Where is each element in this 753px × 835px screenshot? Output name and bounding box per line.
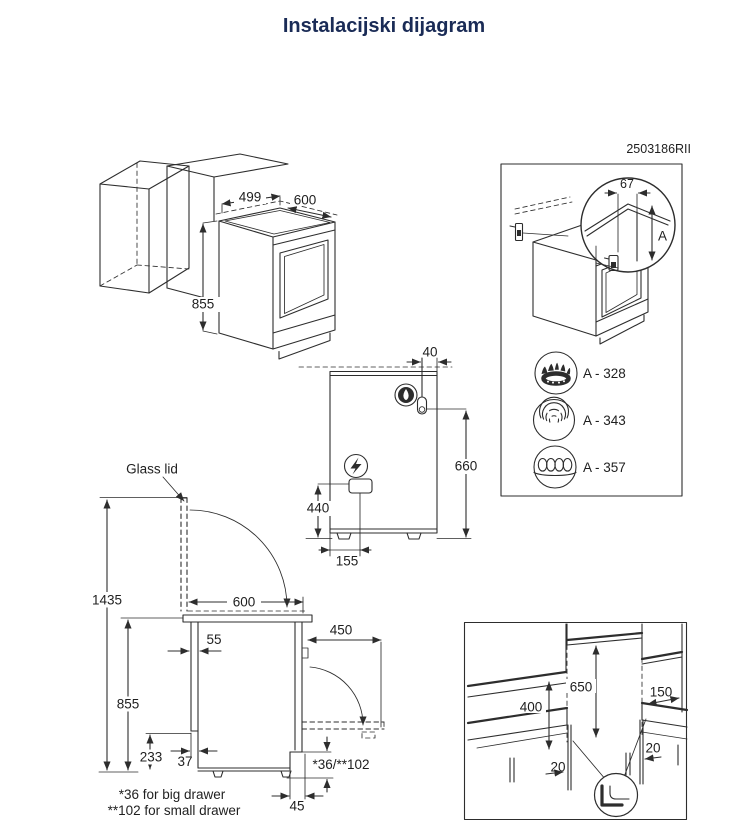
dim-440-label: 440 bbox=[307, 501, 330, 516]
door-hinge-bracket bbox=[301, 647, 309, 659]
gas-burner-icon bbox=[534, 351, 578, 395]
dim-600-label: 600 bbox=[294, 193, 317, 208]
clearance-panel: 650 400 150 20 20 bbox=[463, 621, 689, 821]
part-number: 2503186RII bbox=[626, 142, 691, 156]
dim-electric-height: 440 bbox=[301, 483, 350, 539]
dim-600-side-label: 600 bbox=[233, 595, 256, 610]
gas-flame-icon bbox=[394, 383, 418, 407]
dim-hood-height: 650 bbox=[566, 645, 600, 738]
dim-rear-gap: 55 bbox=[167, 632, 222, 655]
variant-radiant-label: A - 343 bbox=[583, 413, 626, 428]
dim-gas-height: 660 bbox=[426, 408, 482, 539]
gas-tap-icon bbox=[509, 222, 569, 242]
dim-40-label: 40 bbox=[422, 345, 437, 360]
dim-155-label: 155 bbox=[336, 554, 359, 569]
dim-450-label: 450 bbox=[330, 623, 353, 638]
corner-detail-panel: 2503186RII bbox=[500, 142, 691, 497]
dim-20-right-label: 20 bbox=[645, 741, 660, 756]
dim-height: 855 bbox=[186, 220, 220, 335]
dim-rear-recess: 37 bbox=[170, 732, 218, 769]
dim-55-label: 55 bbox=[206, 632, 221, 647]
dim-gap-right: 20 bbox=[644, 741, 662, 762]
door-handle-outline bbox=[361, 731, 376, 739]
rear-view-drawing: 40 660 440 bbox=[298, 345, 482, 569]
dim-height-lid-open: 1435 bbox=[88, 497, 188, 773]
dim-499-label: 499 bbox=[239, 190, 262, 205]
variant-radiant: A - 343 bbox=[532, 396, 626, 442]
magnified-corner-detail: 67 A bbox=[584, 177, 671, 272]
gas-tap-detail-icon bbox=[603, 254, 619, 272]
glass-lid-label: Glass lid bbox=[126, 462, 178, 477]
gas-connection-point bbox=[416, 357, 428, 415]
dim-side-distance: 150 bbox=[647, 685, 680, 706]
page-title: Instalacijski dijagram bbox=[283, 15, 485, 37]
dim-depth: 600 bbox=[188, 594, 304, 614]
footnote-small-drawer: **102 for small drawer bbox=[108, 803, 241, 818]
footnote-big-drawer: *36 for big drawer bbox=[119, 787, 226, 802]
dim-67-label: 67 bbox=[620, 177, 634, 191]
radiant-element-icon bbox=[532, 398, 576, 442]
dim-855-label: 855 bbox=[192, 297, 215, 312]
electric-connection-box bbox=[348, 478, 373, 557]
dim-gas-offset: 40 bbox=[406, 345, 452, 372]
dim-electric-offset: 155 bbox=[318, 532, 372, 569]
variant-coil-label: A - 357 bbox=[583, 460, 626, 475]
dim-150-label: 150 bbox=[650, 685, 673, 700]
dim-gap-left: 20 bbox=[545, 760, 566, 777]
dim-20-left-label: 20 bbox=[550, 760, 565, 775]
side-view-drawing: Glass lid 1435 855 600 bbox=[88, 462, 385, 818]
coil-element-icon bbox=[533, 445, 577, 489]
dim-plinth-height: 233 bbox=[136, 733, 192, 770]
dim-wall-height: 400 bbox=[517, 681, 553, 750]
dim-855-side-label: 855 bbox=[117, 697, 140, 712]
dim-36-102-label: *36/**102 bbox=[312, 757, 369, 772]
variant-gas-label: A - 328 bbox=[583, 366, 626, 381]
dim-front-recess: *36/**102 bbox=[286, 736, 370, 793]
iso-view-drawing: 499 600 855 bbox=[99, 153, 338, 360]
dim-650-label: 650 bbox=[570, 680, 593, 695]
dim-body-height: 855 bbox=[111, 617, 184, 771]
variant-coil: A - 357 bbox=[533, 445, 626, 489]
dim-400-label: 400 bbox=[520, 700, 543, 715]
dim-660-label: 660 bbox=[455, 459, 478, 474]
dim-1435-label: 1435 bbox=[92, 593, 122, 608]
dim-foot-offset: 45 bbox=[271, 753, 324, 814]
dim-45-label: 45 bbox=[289, 799, 304, 814]
dim-open-door: 450 bbox=[307, 623, 382, 728]
variant-gas-burner: A - 328 bbox=[534, 351, 626, 395]
dim-37-label: 37 bbox=[177, 754, 192, 769]
dim-top-depth: 600 bbox=[287, 193, 332, 219]
electric-bolt-icon bbox=[343, 453, 369, 479]
dim-niche-width: 499 bbox=[221, 190, 281, 214]
dim-a-label: A bbox=[658, 229, 667, 244]
dim-233-label: 233 bbox=[140, 750, 163, 765]
edge-profile-icon bbox=[600, 784, 630, 807]
